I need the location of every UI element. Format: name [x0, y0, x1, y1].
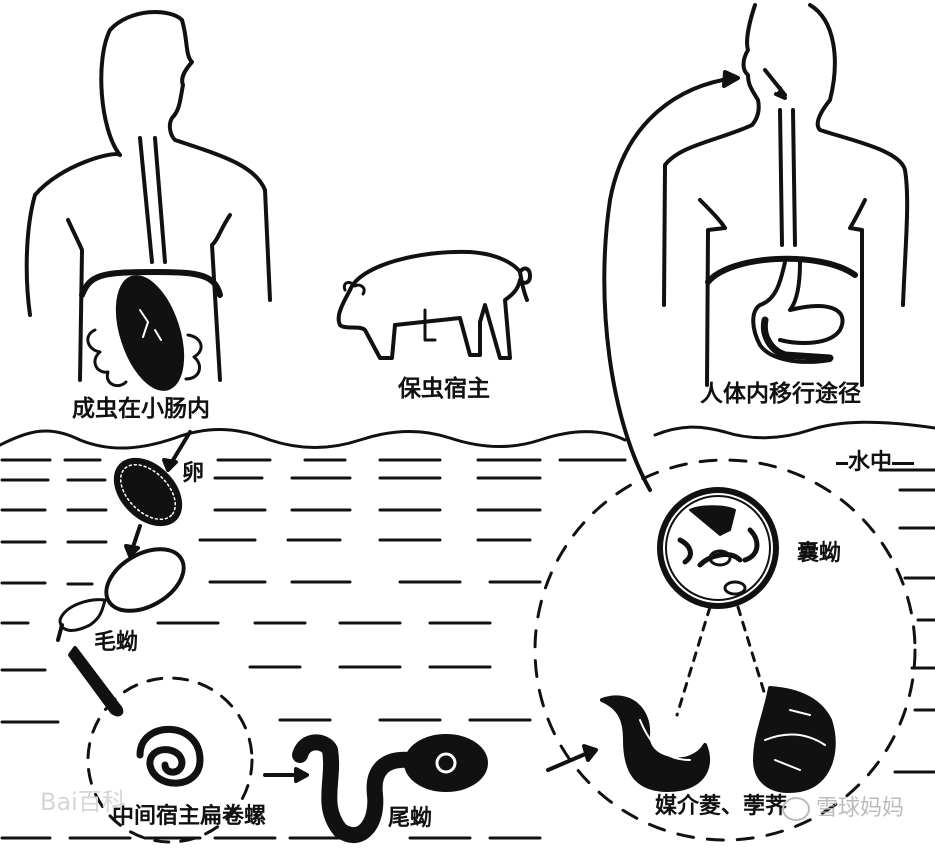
- adult-fluke-in-intestine: [86, 275, 203, 391]
- watermark-right-text: 雪球妈妈: [816, 796, 905, 821]
- metacercaria-dashed-circle: [533, 458, 917, 842]
- snail-dashed-circle: [86, 676, 254, 844]
- label-intermediate-host: 中间宿主扁卷螺: [112, 804, 267, 829]
- infection-route-arrow: [602, 76, 737, 492]
- water-chestnut: [753, 686, 836, 793]
- watermark-right: 雪球妈妈: [782, 797, 904, 821]
- label-metacercaria: 囊蚴: [797, 541, 842, 566]
- metacercaria-cyst: [657, 487, 779, 609]
- human-figure-left: [24, 10, 272, 382]
- pig-reservoir-host: [336, 249, 532, 360]
- label-adult-in-intestine: 成虫在小肠内: [72, 396, 210, 422]
- egg: [113, 430, 192, 558]
- label-cercaria: 尾蚴: [388, 806, 433, 831]
- label-reservoir-host: 保虫宿主: [398, 376, 490, 402]
- label-in-water: 水中: [836, 450, 915, 475]
- miracidium: [56, 547, 186, 717]
- wechat-icon: [782, 797, 810, 821]
- water-surface-left: [0, 428, 627, 450]
- water-lines: [0, 458, 935, 840]
- human-figure-right: [662, 3, 910, 387]
- watermark-left: Bai百科: [40, 788, 126, 816]
- cercaria: [292, 734, 488, 843]
- water-caltrop: [600, 695, 711, 792]
- water-surface-right: [653, 420, 935, 440]
- planorbis-snail: [136, 725, 204, 787]
- label-egg: 卵: [182, 461, 205, 486]
- label-vector-plants: 媒介菱、荸荠: [655, 794, 788, 819]
- dash-decoration: [836, 461, 848, 465]
- label-miracidium: 毛蚴: [94, 630, 139, 655]
- label-migration-in-body: 人体内移行途径: [700, 381, 861, 407]
- dash-decoration: [892, 461, 915, 465]
- in-water-text: 水中: [848, 450, 893, 475]
